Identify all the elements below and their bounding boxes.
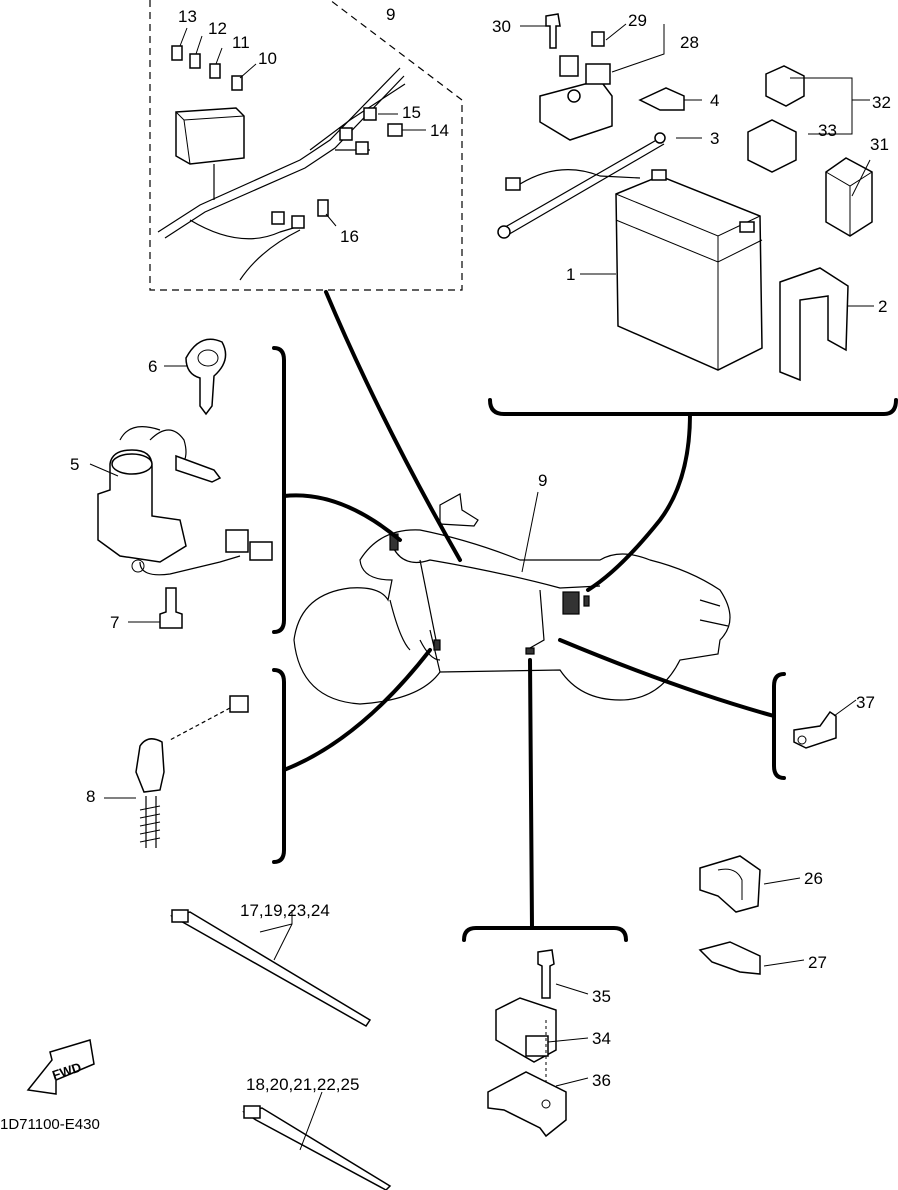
part-label-13: 13 [178, 7, 197, 26]
part-label-3: 3 [710, 129, 719, 148]
part-label-6: 6 [148, 357, 157, 376]
part-label-33: 33 [818, 121, 837, 140]
part-label-35: 35 [592, 987, 611, 1006]
part-label-4: 4 [710, 91, 719, 110]
battery-area [488, 13, 898, 592]
clamp-26 [699, 855, 761, 913]
terminal-cover [638, 87, 685, 111]
bracket-37-group [793, 699, 857, 749]
bracket-36 [487, 1071, 567, 1138]
part-label-32: 32 [872, 93, 891, 112]
part-label-15: 15 [402, 103, 421, 122]
battery-lead [499, 137, 665, 237]
fwd-arrow-icon: FWD [26, 1039, 95, 1095]
part-label-12: 12 [208, 19, 227, 38]
main-switch-group [89, 338, 273, 629]
harness-detail-inset [149, 0, 463, 291]
part-label-34: 34 [592, 1029, 611, 1048]
motorcycle-silhouette [293, 493, 731, 705]
switch-8 [135, 738, 165, 793]
bolt-35 [537, 949, 555, 999]
starter-relay [539, 79, 613, 141]
battery-band [779, 267, 849, 382]
main-switch-5 [97, 449, 187, 563]
part-label-18-20-21-22-25: 18,20,21,22,25 [246, 1075, 359, 1094]
part-labels: 1 2 3 4 5 6 7 8 9 9 10 11 12 13 14 15 16… [70, 5, 891, 1094]
relay-31 [825, 157, 873, 237]
fuse-16 [317, 199, 329, 217]
part-label-26: 26 [804, 869, 823, 888]
part-label-11: 11 [232, 33, 250, 52]
part-label-29: 29 [628, 11, 647, 30]
part-label-10: 10 [258, 49, 277, 68]
part-label-17-19-23-24: 17,19,23,24 [240, 901, 330, 920]
part-label-1: 1 [566, 265, 575, 284]
part-label-8: 8 [86, 787, 95, 806]
relay-32 [765, 65, 805, 107]
callout-lines [272, 290, 786, 942]
connector-14 [387, 123, 403, 137]
part-label-9-inset: 9 [386, 5, 395, 24]
relay-33 [747, 119, 797, 173]
connector-15 [363, 107, 377, 121]
cable-ties [169, 909, 392, 1190]
part-label-27: 27 [808, 953, 827, 972]
part-label-28: 28 [680, 33, 699, 52]
bracket-37 [793, 710, 837, 749]
bolt-7 [159, 587, 183, 629]
key-6 [185, 338, 227, 416]
fuse-set [171, 45, 243, 91]
part-label-31: 31 [870, 135, 889, 154]
sensor-group [487, 949, 589, 1138]
part-label-37: 37 [856, 693, 875, 712]
battery-body [615, 175, 763, 371]
fuse-29 [591, 31, 605, 47]
cable-tie-18 [242, 1107, 392, 1190]
diagram-code: 1D71100-E430 [0, 1116, 100, 1133]
part-label-30: 30 [492, 17, 511, 36]
part-label-36: 36 [592, 1071, 611, 1090]
bolt-30 [545, 13, 561, 49]
part-label-7: 7 [110, 613, 119, 632]
part-label-16: 16 [340, 227, 359, 246]
part-label-5: 5 [70, 455, 79, 474]
part-label-2: 2 [878, 297, 887, 316]
switch-8-group [104, 695, 249, 848]
part-label-9-bike: 9 [538, 471, 547, 490]
clamps [698, 855, 805, 975]
part-label-14: 14 [430, 121, 449, 140]
clamp-27 [698, 941, 761, 975]
fuse-box [175, 107, 245, 165]
